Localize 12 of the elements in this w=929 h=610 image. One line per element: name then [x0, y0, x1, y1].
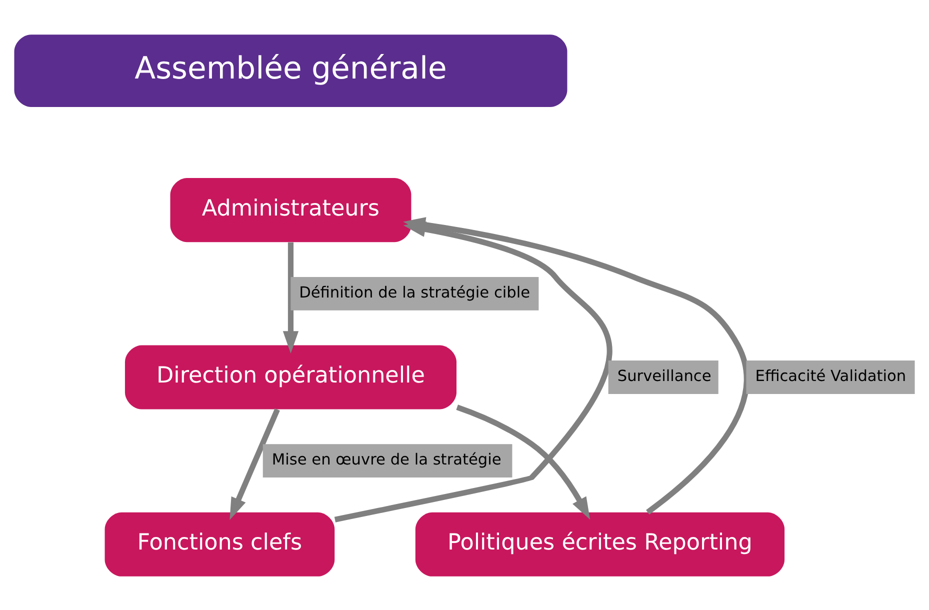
edge-label: Efficacité Validation: [755, 366, 906, 385]
edge-label: Mise en œuvre de la stratégie: [272, 450, 502, 468]
arrow: [282, 242, 299, 353]
node-box: Fonctions clefs: [104, 512, 335, 576]
node-box: Assemblée générale: [14, 34, 568, 106]
node-box: Administrateurs: [170, 178, 412, 242]
edge-label: Surveillance: [617, 366, 712, 385]
node-box: Politiques écrites Reporting: [415, 512, 785, 576]
arrow: [456, 404, 590, 520]
node-box: Direction opérationnelle: [124, 344, 456, 409]
edge-label: Définition de la stratégie cible: [299, 283, 530, 302]
arrow: [230, 408, 280, 520]
